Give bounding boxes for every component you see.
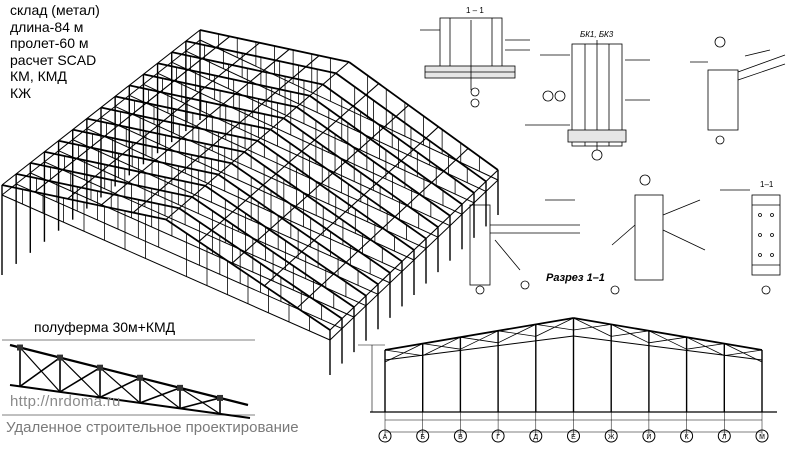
grid-axis-bubble: [416, 429, 430, 443]
caption-line: КЖ: [10, 84, 32, 101]
grid-axis-label: А: [383, 434, 388, 441]
grid-axis-label: М: [759, 434, 765, 441]
caption-line: длина-84 м: [10, 18, 84, 35]
detail-title: 1 – 1: [466, 6, 484, 15]
section-title: Разрез 1–1: [546, 272, 605, 284]
detail-base-plate: [720, 189, 781, 295]
grid-axis-bubble: [680, 429, 694, 443]
watermark-url: http://nrdoma.ru: [10, 393, 121, 410]
detail-joint-top: [690, 36, 786, 145]
detail-title: БК1, БК3: [580, 30, 614, 39]
grid-axis-bubble: [604, 429, 618, 443]
grid-axis-label: В: [458, 434, 463, 441]
grid-axis-bubble: [529, 429, 543, 443]
grid-axis-bubble: [642, 429, 656, 443]
caption-line: склад (метал): [10, 2, 100, 18]
caption-line: КМ, КМД: [10, 68, 67, 84]
grid-axis-label: Б: [420, 434, 425, 441]
grid-axis-label: Л: [722, 434, 727, 441]
grid-axis-label: Д: [533, 434, 538, 441]
caption-line: расчет SCAD: [10, 51, 97, 68]
detail-foundation-section: [420, 17, 530, 108]
project-caption: склад (метал) длина-84 м пролет-60 м рас…: [10, 2, 100, 101]
grid-axis-bubble: [567, 429, 580, 443]
truss-node: [17, 344, 23, 351]
truss-node: [177, 384, 183, 391]
detail-purlin: [469, 199, 580, 295]
grid-axis-label: И: [646, 434, 651, 441]
grid-axis-bubble: [453, 429, 467, 443]
truss-caption: полуферма 30м+КМД: [34, 319, 176, 335]
detail-gusset: [610, 174, 706, 295]
grid-axis-label: Е: [571, 434, 576, 441]
grid-axis-bubble: [378, 429, 392, 443]
grid-axis-bubble: [755, 429, 769, 443]
grid-axis-label: Г: [496, 434, 500, 441]
truss-node: [217, 394, 223, 401]
truss-node: [57, 354, 63, 361]
truss-node: [97, 364, 103, 371]
grid-axis-bubble: [717, 429, 731, 443]
detail-column-bk: [525, 40, 650, 161]
truss-node: [137, 374, 143, 381]
grid-axis-label: Ж: [608, 434, 615, 441]
watermark-text: Удаленное строительное проектирование: [6, 419, 299, 436]
grid-axis-label: К: [685, 434, 690, 441]
grid-axis-bubble: [491, 429, 505, 443]
caption-line: пролет-60 м: [10, 35, 89, 51]
detail-title: 1–1: [760, 180, 774, 189]
